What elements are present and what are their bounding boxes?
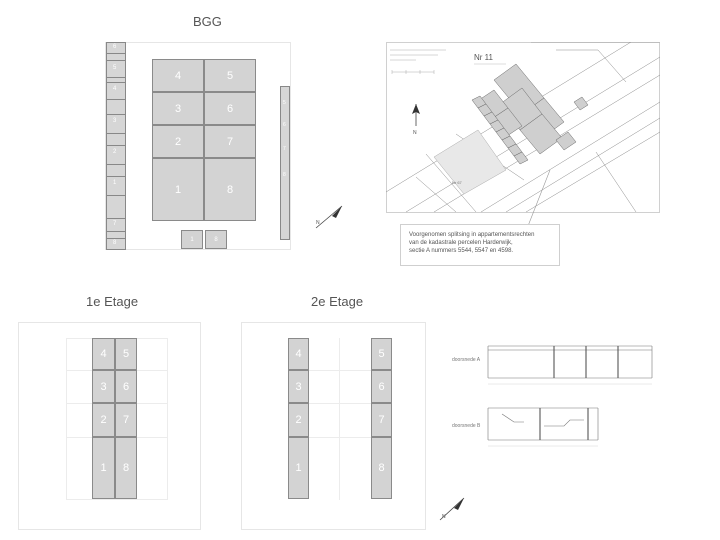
- etage2-unit-7: 7: [371, 403, 392, 437]
- bgg-left-strip-number: 6: [113, 44, 117, 50]
- etage2-unit-1: 1: [288, 437, 309, 499]
- etage1-plan-frame: [18, 322, 201, 530]
- situation-map: N Nr 11 Nr 67: [386, 42, 660, 213]
- bgg-left-strip-cell: [106, 42, 126, 54]
- etage1-unit-7: 7: [115, 403, 137, 437]
- etage2-unit-6: 6: [371, 370, 392, 403]
- etage1-unit-8: 8: [115, 437, 137, 499]
- heading-etage-2: 2e Etage: [311, 294, 364, 309]
- situation-map-parcel-label: Nr 67: [452, 180, 463, 185]
- svg-text:N: N: [442, 514, 446, 520]
- etage2-gridline: [309, 437, 371, 438]
- bgg-right-strip: [280, 86, 290, 240]
- bgg-right-strip-number: 5: [283, 100, 286, 106]
- etage1-unit-6: 6: [115, 370, 137, 403]
- bgg-unit-5: 5: [204, 59, 256, 92]
- etage2-unit-3: 3: [288, 370, 309, 403]
- etage1-gridline: [66, 499, 168, 500]
- bgg-left-strip-number: 5: [113, 65, 117, 71]
- etage2-unit-4: 4: [288, 338, 309, 370]
- etage1-gridline: [66, 338, 67, 500]
- north-arrow-icon: N: [439, 497, 465, 521]
- bgg-left-strip-cell: [106, 238, 126, 250]
- section-b-label: doorsnede B: [452, 423, 481, 429]
- bgg-left-strip-cell: [106, 82, 126, 100]
- bgg-storage-8: 8: [205, 230, 227, 249]
- etage1-unit-4: 4: [92, 338, 115, 370]
- note-line: sectie A nummers 5544, 5547 en 4598.: [409, 248, 514, 254]
- note-line: van de kadastrale percelen Harderwijk,: [409, 240, 513, 246]
- bgg-right-strip-number: 6: [283, 122, 286, 128]
- bgg-unit-3: 3: [152, 92, 204, 125]
- bgg-left-strip-number: 4: [113, 86, 117, 92]
- situation-map-title: Nr 11: [474, 53, 494, 62]
- etage2-gridline: [339, 338, 340, 500]
- bgg-left-strip-cell: [106, 60, 126, 78]
- bgg-left-strip-number: 8: [113, 240, 117, 246]
- section-a-label: doorsnede A: [452, 357, 481, 363]
- etage1-gridline: [167, 338, 168, 500]
- note-line: Voorgenomen splitsing in appartementsrec…: [409, 232, 535, 238]
- etage2-unit-2: 2: [288, 403, 309, 437]
- etage1-unit-1: 1: [92, 437, 115, 499]
- bgg-left-strip-cell: [106, 114, 126, 134]
- bgg-left-strip-cell: [106, 145, 126, 165]
- bgg-unit-1: 1: [152, 158, 204, 221]
- bgg-unit-6: 6: [204, 92, 256, 125]
- bgg-unit-4: 4: [152, 59, 204, 92]
- etage1-unit-2: 2: [92, 403, 115, 437]
- bgg-left-strip-number: 1: [113, 180, 117, 186]
- bgg-left-strip-number: 7: [113, 221, 117, 227]
- bgg-left-strip-cell: [106, 218, 126, 232]
- bgg-left-strip-cell: [106, 176, 126, 196]
- etage2-unit-8: 8: [371, 437, 392, 499]
- splitsing-note: Voorgenomen splitsing in appartementsrec…: [400, 224, 560, 266]
- bgg-left-strip-number: 2: [113, 149, 117, 155]
- bgg-left-strip-number: 3: [113, 118, 117, 124]
- note-leader-line: [527, 170, 551, 227]
- heading-etage-1: 1e Etage: [86, 294, 139, 309]
- bgg-plan-frame: [105, 42, 291, 250]
- situation-map-north-label: N: [413, 130, 417, 136]
- bgg-right-strip-number: 8: [283, 172, 286, 178]
- svg-text:N: N: [316, 220, 320, 226]
- bgg-unit-8: 8: [204, 158, 256, 221]
- bgg-unit-2: 2: [152, 125, 204, 158]
- etage2-gridline: [309, 403, 371, 404]
- section-b-drawing: [487, 407, 599, 447]
- etage2-gridline: [309, 370, 371, 371]
- etage1-unit-5: 5: [115, 338, 137, 370]
- etage1-unit-3: 3: [92, 370, 115, 403]
- north-arrow-icon: N: [315, 205, 343, 229]
- etage2-unit-5: 5: [371, 338, 392, 370]
- bgg-unit-7: 7: [204, 125, 256, 158]
- bgg-storage-1: 1: [181, 230, 203, 249]
- etage2-plan-frame: [241, 322, 426, 530]
- bgg-right-strip-number: 7: [283, 146, 286, 152]
- heading-bgg: BGG: [193, 14, 222, 29]
- section-a-drawing: [487, 345, 653, 385]
